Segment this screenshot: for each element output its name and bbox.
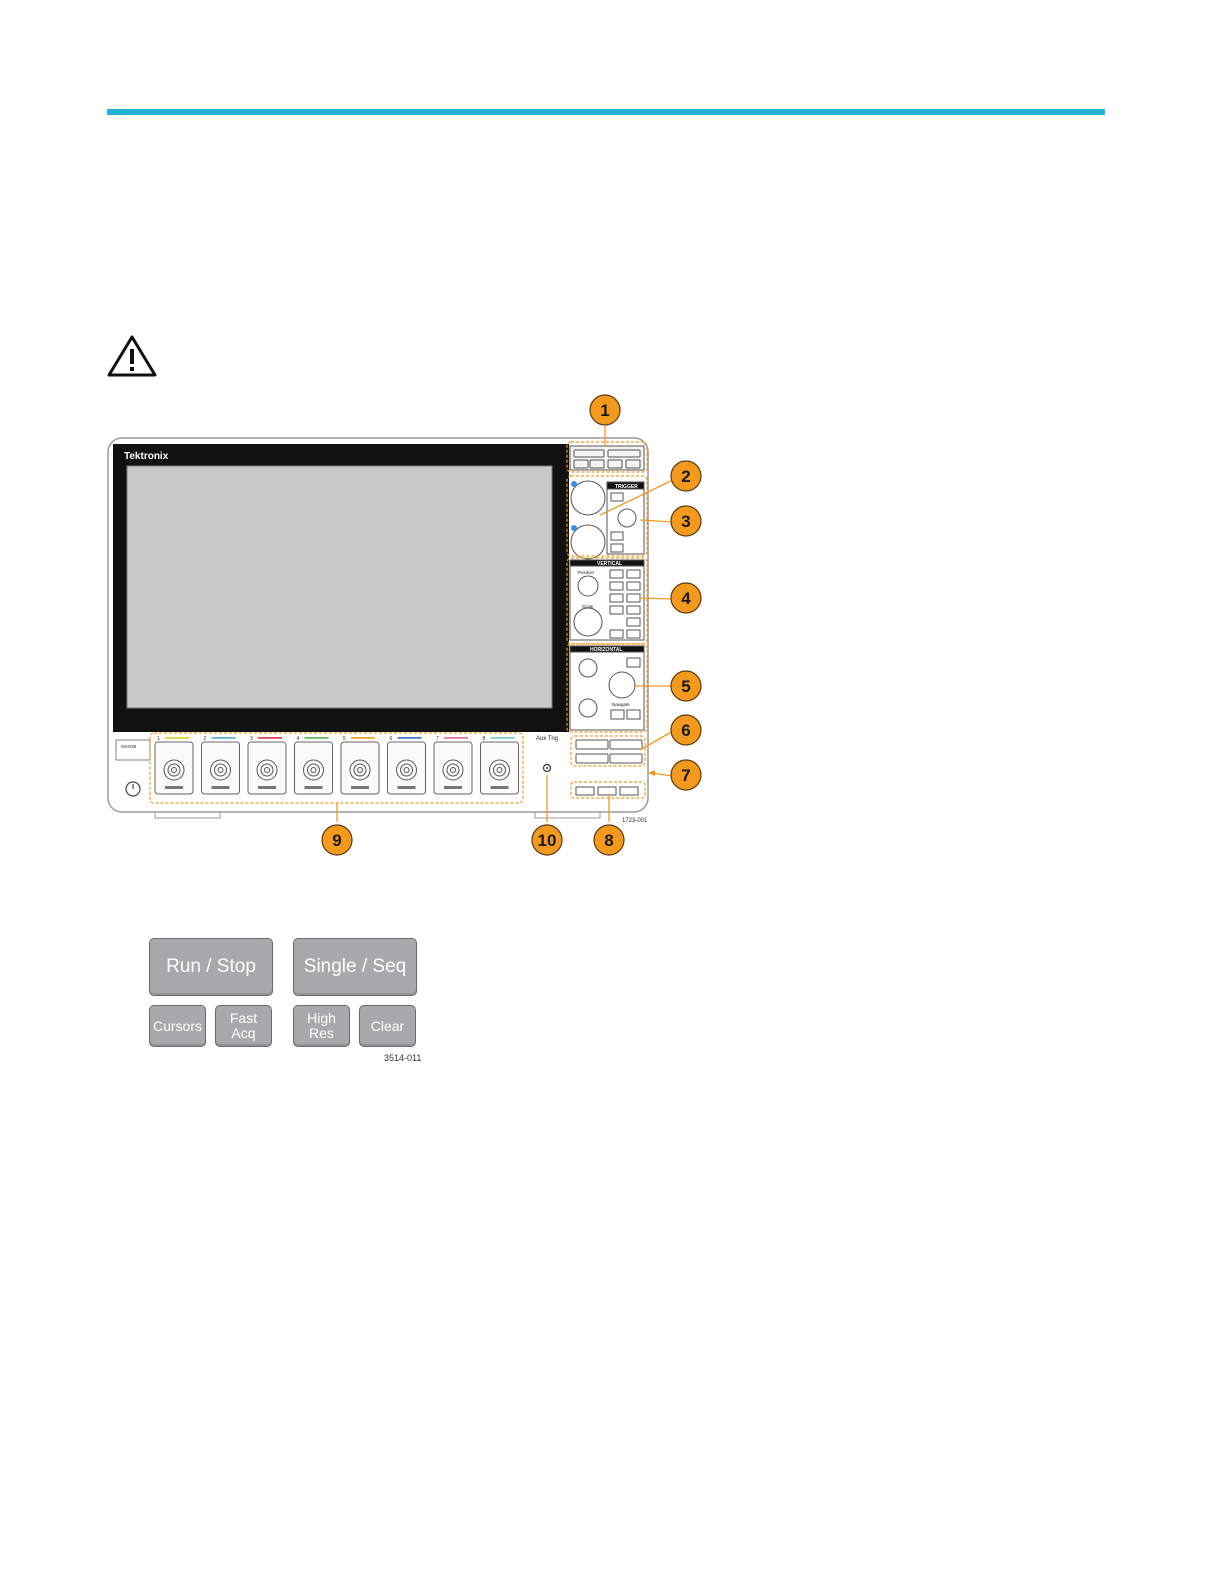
channel-number: 5 bbox=[343, 736, 346, 742]
channel-number: 1 bbox=[157, 736, 160, 742]
position-label: Position bbox=[578, 570, 595, 575]
vertical-label: VERTICAL bbox=[597, 561, 622, 567]
probe-interface-pins bbox=[212, 786, 230, 789]
callout-number-3: 3 bbox=[681, 512, 690, 531]
callout-number-9: 9 bbox=[332, 831, 341, 850]
channel-color-bar bbox=[258, 737, 282, 739]
figure-code: 1723-001 bbox=[622, 818, 648, 824]
callout-number-6: 6 bbox=[681, 721, 690, 740]
channel-input-7[interactable]: 7 bbox=[434, 736, 472, 794]
channel-color-bar bbox=[351, 737, 375, 739]
probe-interface-pins bbox=[491, 786, 509, 789]
probe-interface-pins bbox=[165, 786, 183, 789]
brand-logo: Tektronix bbox=[124, 451, 169, 462]
channel-input-3[interactable]: 3 bbox=[248, 736, 286, 794]
channel-number: 7 bbox=[436, 736, 439, 742]
trigger-label: TRIGGER bbox=[615, 484, 638, 490]
high-res-button[interactable]: High Res bbox=[293, 1005, 350, 1047]
callout-number-2: 2 bbox=[681, 467, 690, 486]
horizontal-label: HORIZONTAL bbox=[590, 647, 622, 653]
callout-number-1: 1 bbox=[600, 401, 609, 420]
probe-interface-pins bbox=[398, 786, 416, 789]
channel-input-8[interactable]: 8 bbox=[481, 736, 519, 794]
channel-color-bar bbox=[212, 737, 236, 739]
header-rule bbox=[107, 109, 1105, 115]
model-label: MSO58 bbox=[121, 744, 137, 749]
channel-input-1[interactable]: 1 bbox=[155, 736, 193, 794]
channel-color-bar bbox=[398, 737, 422, 739]
figure-code-2: 3514-011 bbox=[384, 1053, 421, 1063]
callout-number-10: 10 bbox=[538, 831, 557, 850]
scale-label: Scale bbox=[582, 604, 594, 609]
run-stop-button[interactable]: Run / Stop bbox=[149, 938, 273, 996]
channel-input-2[interactable]: 2 bbox=[202, 736, 240, 794]
channel-color-bar bbox=[491, 737, 515, 739]
channel-number: 3 bbox=[250, 736, 253, 742]
channel-number: 6 bbox=[390, 736, 393, 742]
channel-number: 2 bbox=[204, 736, 207, 742]
callout-number-5: 5 bbox=[681, 677, 690, 696]
navigate-label: Navigate bbox=[612, 702, 630, 707]
channel-input-6[interactable]: 6 bbox=[388, 736, 426, 794]
channel-number: 4 bbox=[297, 736, 300, 742]
probe-interface-pins bbox=[305, 786, 323, 789]
cursors-button[interactable]: Cursors bbox=[149, 1005, 206, 1047]
clear-button[interactable]: Clear bbox=[359, 1005, 416, 1047]
probe-interface-pins bbox=[351, 786, 369, 789]
channel-input-5[interactable]: 5 bbox=[341, 736, 379, 794]
channel-number: 8 bbox=[483, 736, 486, 742]
callout-number-8: 8 bbox=[604, 831, 613, 850]
channel-input-4[interactable]: 4 bbox=[295, 736, 333, 794]
callout-number-4: 4 bbox=[681, 589, 691, 608]
aux-trig-label: Aux Trig bbox=[536, 736, 558, 742]
acquisition-buttons-figure: Run / Stop Single / Seq Cursors Fast Acq… bbox=[140, 930, 430, 1070]
probe-interface-pins bbox=[258, 786, 276, 789]
fast-acq-button[interactable]: Fast Acq bbox=[215, 1005, 272, 1047]
channel-color-bar bbox=[165, 737, 189, 739]
channel-color-bar bbox=[444, 737, 468, 739]
single-seq-button[interactable]: Single / Seq bbox=[293, 938, 417, 996]
channel-color-bar bbox=[305, 737, 329, 739]
warning-icon bbox=[106, 334, 158, 378]
callout-number-7: 7 bbox=[681, 766, 690, 785]
front-panel-figure: Tektronix bbox=[100, 390, 710, 860]
probe-interface-pins bbox=[444, 786, 462, 789]
